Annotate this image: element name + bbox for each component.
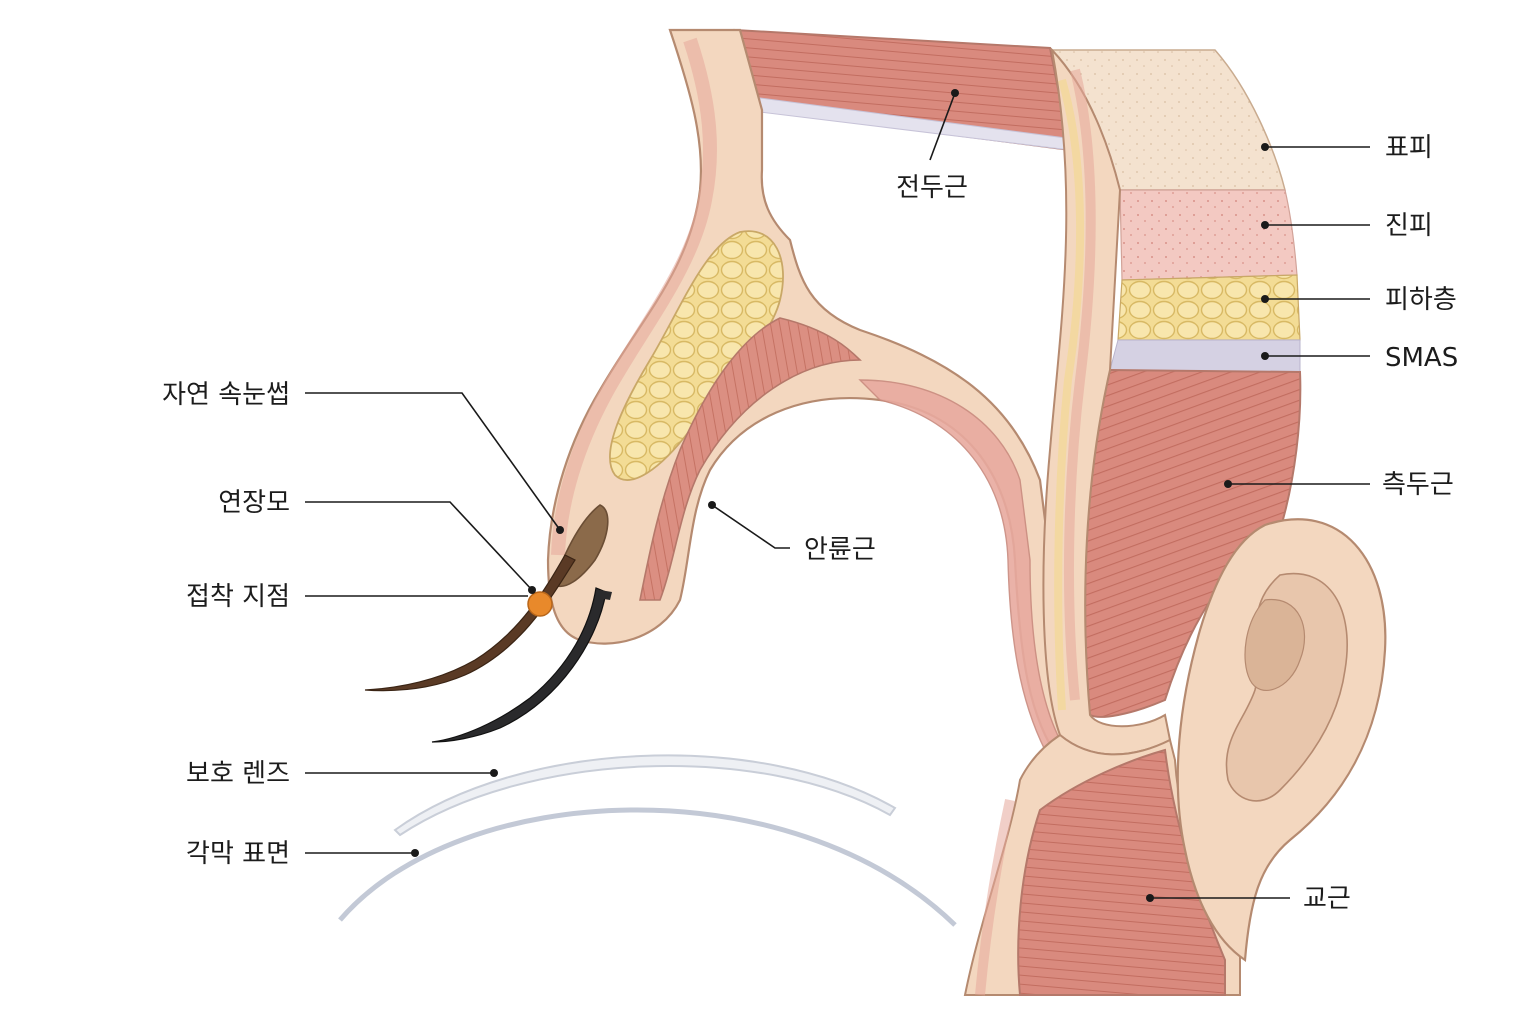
label-orbicularis: 안륜근 xyxy=(804,535,876,565)
label-frontalis: 전두근 xyxy=(896,173,968,203)
cornea-surface xyxy=(338,807,957,927)
eyelid-fat-pad xyxy=(609,230,784,481)
ear xyxy=(1176,518,1387,962)
label-protective-lens: 보호 렌즈 xyxy=(186,759,290,789)
label-natural-lash: 자연 속눈썹 xyxy=(162,380,290,410)
label-subcutaneous: 피하층 xyxy=(1385,285,1457,315)
label-temporalis: 측두근 xyxy=(1382,470,1454,500)
label-extension: 연장모 xyxy=(218,488,290,518)
frontalis-muscle xyxy=(733,28,1072,152)
label-epidermis: 표피 xyxy=(1385,133,1433,163)
natural-lash xyxy=(364,554,576,692)
label-bond-point: 접착 지점 xyxy=(186,582,290,612)
label-cornea-surface: 각막 표면 xyxy=(186,839,290,869)
extension-lash xyxy=(431,587,607,743)
protective-lens xyxy=(393,754,897,837)
label-masseter: 교근 xyxy=(1303,884,1351,914)
leader-lines xyxy=(305,89,1370,902)
brow-eyelid-skin xyxy=(546,28,1082,762)
label-smas: SMAS xyxy=(1385,343,1458,373)
bond-point-marker xyxy=(527,591,553,617)
label-dermis: 진피 xyxy=(1385,211,1433,241)
